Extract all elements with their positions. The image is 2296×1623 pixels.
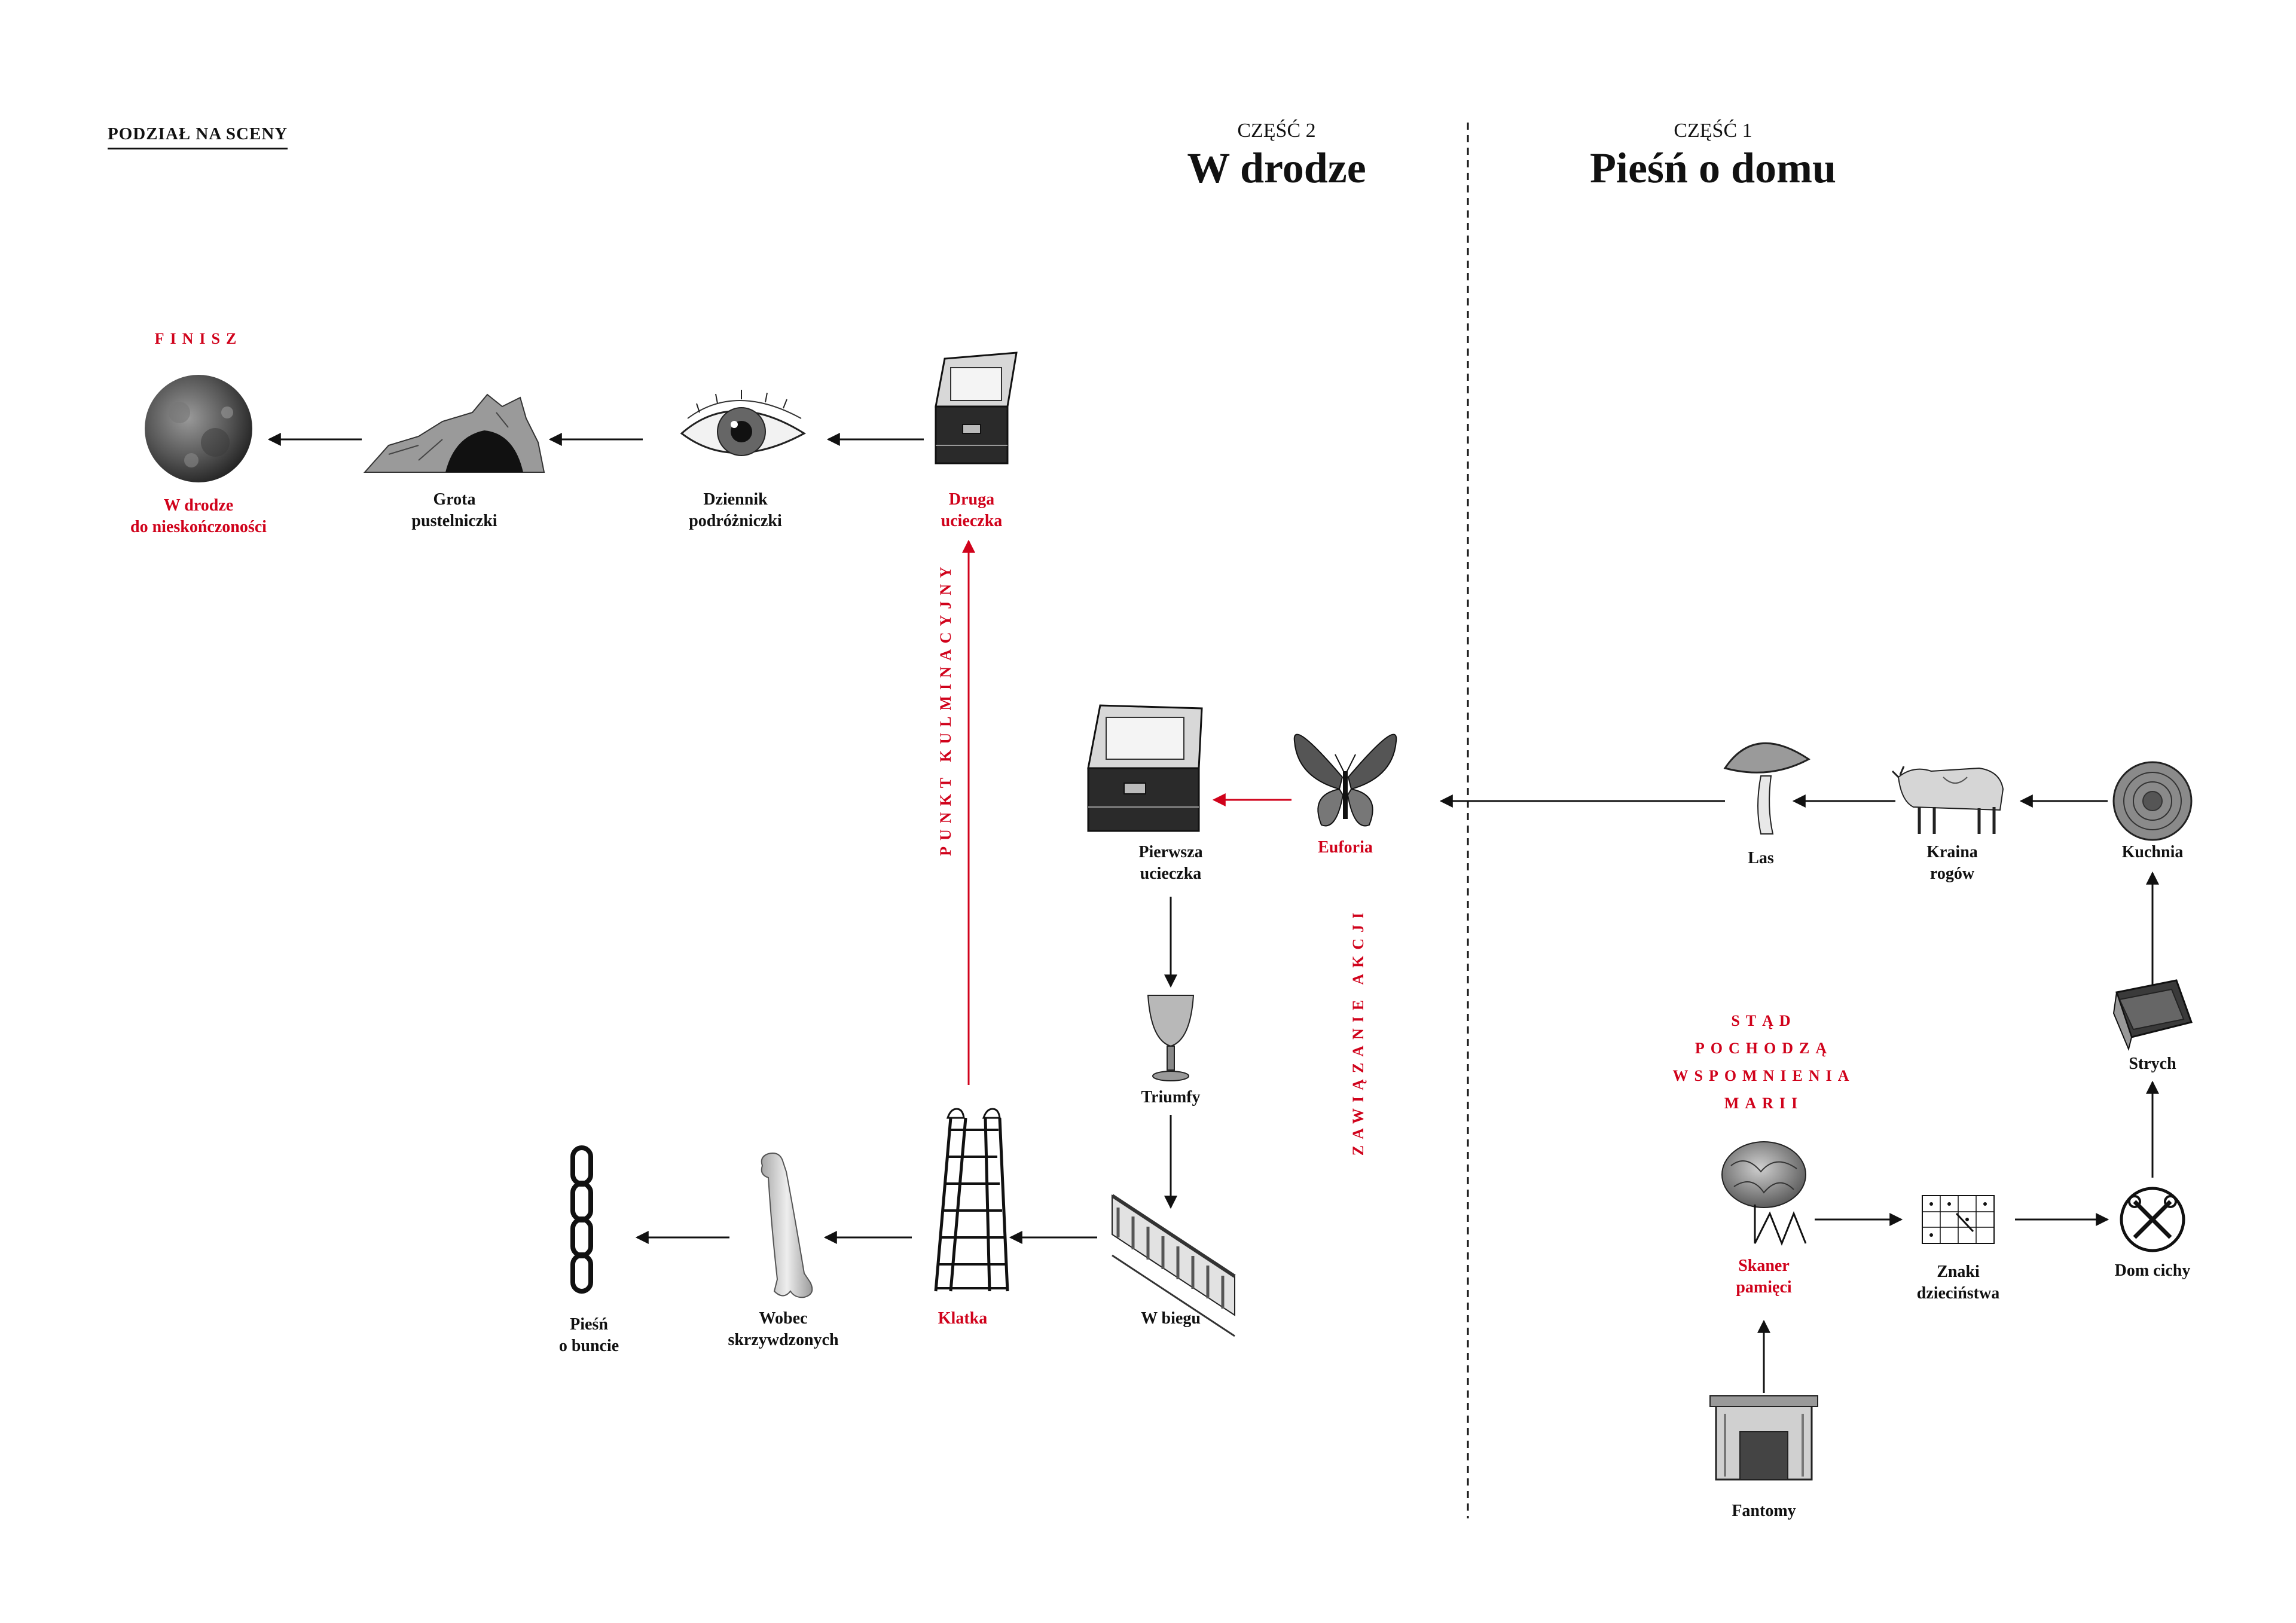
part-1-title: Pieśń o domu: [1589, 144, 1837, 192]
book-icon: [2112, 979, 2193, 1052]
bone-icon: [761, 1153, 813, 1298]
annotation-climax: PUNKT KULMINACYJNY: [937, 561, 954, 856]
scene-label-nieskonczonosc: W drodze do nieskończoności: [130, 496, 267, 536]
scene-label-kuchnia: Kuchnia: [2121, 843, 2184, 861]
scene-label-las: Las: [1748, 849, 1774, 867]
scene-label-triumfy: Triumfy: [1141, 1088, 1201, 1107]
scene-label-znaki: Znaki dzieciństwa: [1916, 1263, 2000, 1303]
annotation-finisz: FINISZ: [154, 330, 243, 347]
butterfly-icon: [1293, 733, 1397, 827]
scene-label-pierwsza: Pierwsza ucieczka: [1138, 843, 1203, 883]
cow-icon: [1891, 766, 2004, 834]
annotation-action: ZAWIĄZANIE AKCJI: [1349, 906, 1367, 1156]
plate-icon: [2112, 761, 2193, 841]
part-1-number: CZĘŚĆ 1: [1674, 120, 1752, 142]
scene-label-euforia: Euforia: [1318, 838, 1373, 857]
scene-label-grota: Grota pustelniczki: [411, 490, 497, 530]
chain-icon: [570, 1145, 593, 1294]
scene-label-piesn: Pieśń o buncie: [558, 1315, 619, 1355]
mushroom-icon: [1723, 742, 1810, 835]
eye-icon: [680, 390, 806, 456]
trunk-icon: [935, 352, 1018, 464]
scene-label-skaner: Skaner pamięci: [1736, 1257, 1792, 1297]
scene-label-wobec: Wobec skrzywdzonych: [728, 1309, 839, 1349]
staircase-icon: [1111, 1194, 1236, 1337]
scene-label-wbiegu: W biegu: [1141, 1309, 1201, 1328]
ladder-icon: [934, 1108, 1009, 1292]
scene-label-dziennik: Dziennik podróżniczki: [689, 490, 782, 530]
scene-label-dom: Dom cichy: [2114, 1261, 2191, 1280]
scene-label-klatka: Klatka: [938, 1309, 988, 1328]
keys-icon: [2120, 1187, 2185, 1252]
grid-icon: [1922, 1195, 1995, 1244]
part-2-number: CZĘŚĆ 2: [1237, 120, 1316, 142]
moon-icon: [145, 375, 252, 482]
annotation-memories: STĄD POCHODZĄ WSPOMNIENIA MARII: [1672, 1012, 1855, 1112]
scene-label-fantomy: Fantomy: [1732, 1502, 1796, 1520]
section-heading: PODZIAŁ NA SCENY: [108, 124, 288, 149]
part-2-title: W drodze: [1187, 144, 1366, 192]
scene-label-strych: Strych: [2129, 1055, 2176, 1073]
brain-icon: [1721, 1141, 1807, 1246]
trunk-icon: [1087, 704, 1203, 832]
goblet-icon: [1147, 995, 1195, 1081]
scene-label-kraina: Kraina rogów: [1926, 843, 1978, 883]
scene-label-druga: Druga ucieczka: [941, 490, 1003, 530]
fireplace-icon: [1709, 1395, 1818, 1481]
cave-icon: [363, 393, 545, 473]
